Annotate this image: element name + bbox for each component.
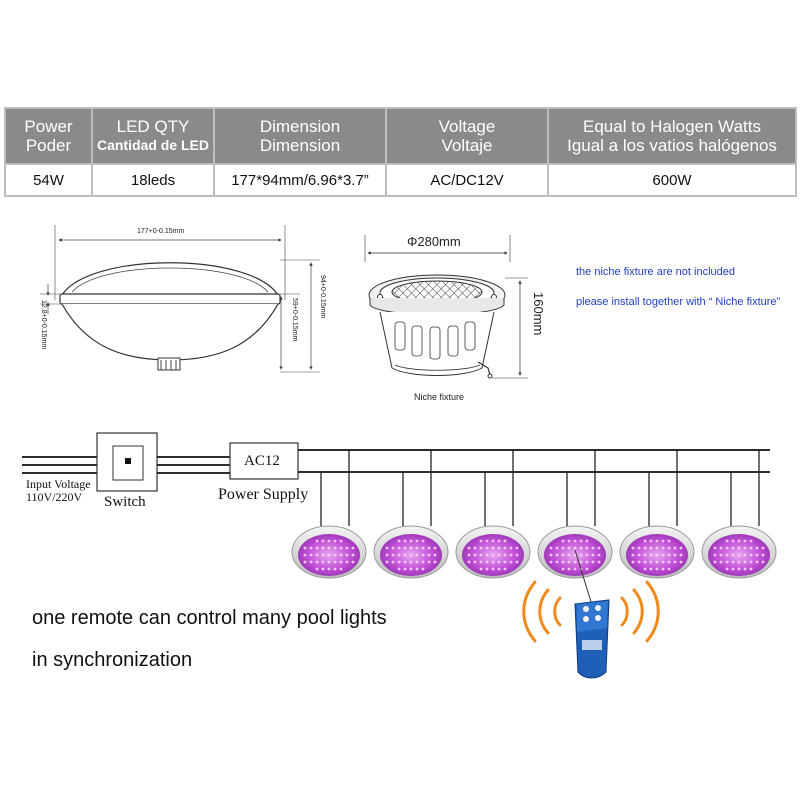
pool-light (455, 525, 531, 579)
niche-caption: Niche fixture (414, 392, 465, 402)
spec-table-value-row: 54W 18leds 177*94mm/6.96*3.7” AC/DC12V 6… (4, 163, 797, 197)
pool-light (619, 525, 695, 579)
note-install-together: please install together with “ Niche fix… (576, 296, 781, 308)
lamp-lip-height-dim: 12.8+0-0.15mm (40, 300, 47, 350)
note-not-included: the niche fixture are not included (576, 266, 735, 278)
value-led-qty: 18leds (91, 163, 215, 197)
pool-light (291, 525, 367, 579)
power-supply-box (229, 442, 299, 480)
lamp-width-dim: 177+0-0.15mm (137, 228, 185, 235)
niche-diameter-dim: Φ280mm (407, 234, 461, 249)
lamp-body-height-dim: 59+0-0.15mm (291, 298, 298, 342)
wiring-diagram (22, 432, 770, 526)
niche-height-dim: 160mm (531, 292, 546, 336)
value-halogen-watts: 600W (547, 163, 797, 197)
switch-box (96, 432, 158, 492)
pool-lights-group (291, 525, 777, 579)
slogan-line-2: in synchronization (32, 649, 193, 671)
switch-label: Switch (104, 494, 146, 510)
value-power: 54W (4, 163, 93, 197)
remote-control (574, 549, 610, 679)
ac-label: AC12 (244, 453, 280, 469)
pool-light (701, 525, 777, 579)
input-voltage-label: Input Voltage 110V/220V (26, 477, 91, 504)
signal-waves (522, 580, 660, 643)
lamp-total-height-dim: 94+0-0.15mm (319, 275, 326, 319)
value-voltage: AC/DC12V (385, 163, 549, 197)
power-supply-label: Power Supply (218, 486, 309, 503)
niche-fixture-drawing (364, 235, 528, 379)
value-dimension: 177*94mm/6.96*3.7” (213, 163, 387, 197)
pool-light (537, 525, 613, 579)
pool-light (373, 525, 449, 579)
slogan-line-1: one remote can control many pool lights (32, 607, 387, 629)
lamp-profile-drawing (40, 225, 320, 373)
